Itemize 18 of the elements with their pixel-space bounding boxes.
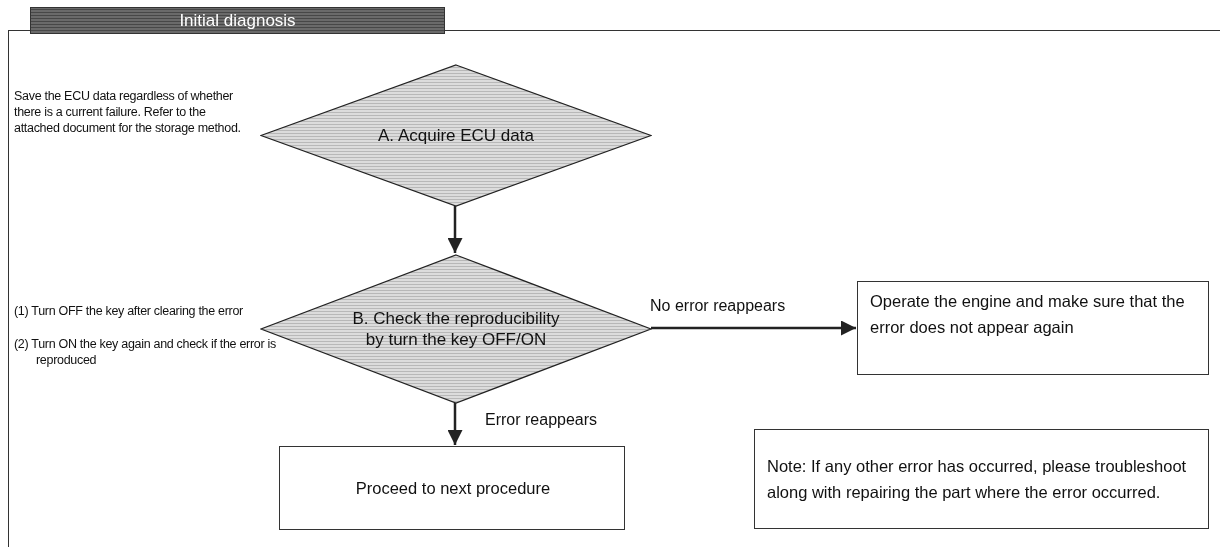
process-box xyxy=(857,281,1209,375)
side-note: (1) Turn OFF the key after clearing the error xyxy=(14,303,244,319)
side-note: Save the ECU data regardless of whether there is a current failure. Refer to the attached document for the storage method. xyxy=(14,88,242,136)
edge-label: No error reappears xyxy=(648,296,788,316)
decision-diamond xyxy=(260,64,652,207)
process-box xyxy=(754,429,1209,529)
process-box xyxy=(279,446,625,530)
arrow xyxy=(651,320,856,336)
box-text: Operate the engine and make sure that the error does not appear again xyxy=(870,291,1186,338)
box-text: Proceed to next procedure xyxy=(355,478,551,499)
arrow xyxy=(447,206,463,253)
section-heading: Initial diagnosis xyxy=(30,7,445,34)
decision-text: B. Check the reproducibility by turn the key OFF/ON xyxy=(351,308,561,350)
box-text: Note: If any other error has occurred, please troubleshoot along with repairing the part where the error occurred. xyxy=(767,456,1188,503)
edge-label: Error reappears xyxy=(483,410,600,430)
decision-text: A. Acquire ECU data xyxy=(377,125,535,146)
arrow xyxy=(447,403,463,445)
side-note: (2) Turn ON the key again and check if the error is reproduced xyxy=(14,336,277,368)
